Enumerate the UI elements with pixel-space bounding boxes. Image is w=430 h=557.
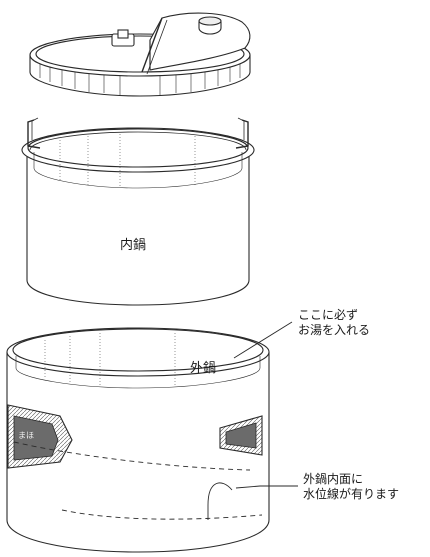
leader-lines — [233, 321, 298, 489]
panel-mark: まほ — [18, 431, 34, 440]
water-level-note: 外鍋内面に 水位線が有ります — [303, 472, 399, 502]
hot-water-note-line2: お湯を入れる — [298, 323, 371, 337]
inner-pot-icon — [21, 117, 255, 306]
outer-pot-label: 外鍋 — [190, 361, 217, 376]
water-level-note-line1: 外鍋内面に — [303, 472, 364, 486]
water-level-note-line2: 水位線が有ります — [303, 487, 400, 501]
hot-water-note: ここに必ず お湯を入れる — [298, 308, 370, 338]
lid-icon — [29, 12, 251, 97]
hot-water-note-line1: ここに必ず — [298, 308, 359, 322]
outer-pot-icon — [6, 327, 270, 553]
inner-pot-label: 内鍋 — [120, 238, 147, 253]
